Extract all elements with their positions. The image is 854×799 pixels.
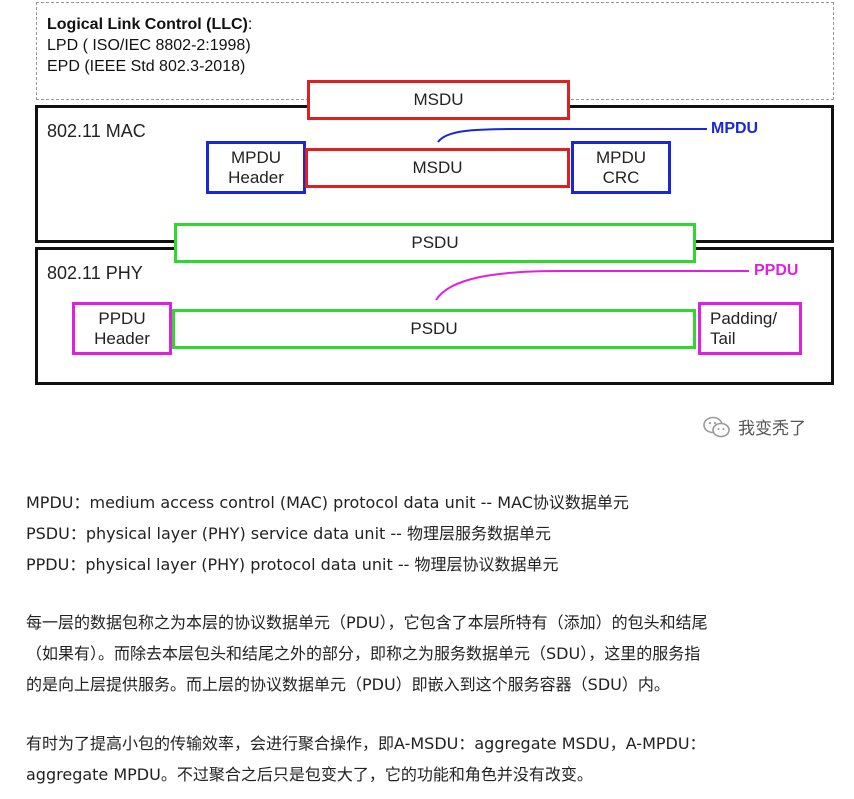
ppdu-tag: PPDU	[754, 262, 799, 279]
llc-text: Logical Link Control (LLC): LPD ( ISO/IE…	[47, 14, 252, 77]
llc-msdu-label: MSDU	[413, 90, 464, 109]
llc-title: Logical Link Control (LLC)	[47, 16, 248, 33]
paragraph1-line: 每一层的数据包称之为本层的协议数据单元（PDU），它包含了本层所特有（添加）的包…	[26, 613, 708, 632]
mac-msdu-label: MSDU	[412, 158, 463, 177]
watermark: 我变秃了	[702, 414, 806, 439]
mpdu-tag: MPDU	[711, 120, 759, 137]
mac-psdu-label: PSDU	[411, 233, 459, 252]
ppdu-padding-label: Padding/Tail	[710, 308, 778, 348]
llc-lpd-line: LPD ( ISO/IEC 8802-2:1998)	[47, 37, 251, 54]
phy-layer-title: 802.11 PHY	[47, 263, 143, 283]
definition-psdu: PSDU：physical layer (PHY) service data u…	[26, 524, 552, 543]
definition-ppdu: PPDU：physical layer (PHY) protocol data …	[26, 555, 559, 574]
llc-msdu-box: MSDU	[307, 80, 570, 120]
definition-mpdu: MPDU：medium access control (MAC) protoco…	[26, 493, 629, 512]
llc-epd-line: EPD (IEEE Std 802.3-2018)	[47, 58, 246, 75]
mpdu-connector-line	[437, 128, 707, 143]
definitions-list: MPDU：medium access control (MAC) protoco…	[26, 487, 629, 580]
watermark-text: 我变秃了	[738, 419, 806, 439]
wechat-icon	[703, 416, 730, 437]
mac-msdu-box: MSDU	[305, 148, 570, 188]
paragraph-pdu-sdu: 每一层的数据包称之为本层的协议数据单元（PDU），它包含了本层所特有（添加）的包…	[26, 607, 708, 700]
paragraph-aggregation: 有时为了提高小包的传输效率，会进行聚合操作，即A-MSDU：aggregate …	[26, 728, 706, 790]
mac-layer-title: 802.11 MAC	[47, 121, 146, 141]
paragraph2-line: aggregate MPDU。不过聚合之后只是包变大了，它的功能和角色并没有改变…	[26, 765, 593, 784]
paragraph2-line: 有时为了提高小包的传输效率，会进行聚合操作，即A-MSDU：aggregate …	[26, 734, 706, 753]
mac-psdu-box: PSDU	[174, 223, 696, 263]
ppdu-connector-line	[435, 270, 749, 301]
paragraph1-line: （如果有）。而除去本层包头和结尾之外的部分，即称之为服务数据单元（SDU），这里…	[26, 644, 701, 663]
paragraph1-line: 的是向上层提供服务。而上层的协议数据单元（PDU）即嵌入到这个服务容器（SDU）…	[26, 675, 670, 694]
ppdu-padding-box: Padding/Tail	[698, 302, 802, 355]
ppdu-psdu-box: PSDU	[172, 309, 696, 349]
llc-title-suffix: :	[247, 16, 253, 33]
ppdu-psdu-label: PSDU	[410, 319, 458, 338]
